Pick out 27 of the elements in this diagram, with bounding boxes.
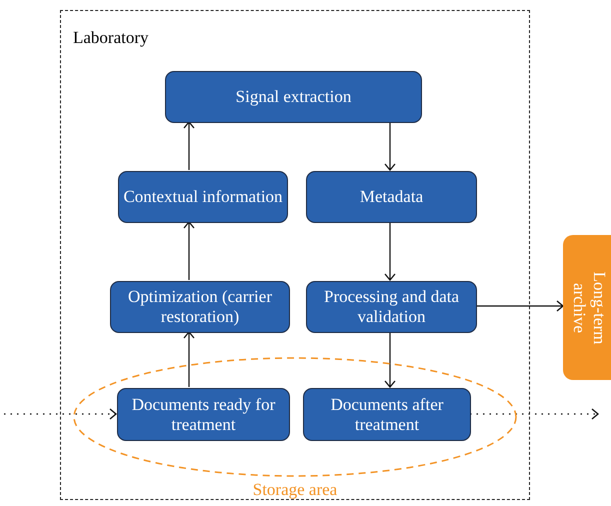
process-label: Metadata <box>360 187 424 207</box>
area-label: Storage area <box>252 479 338 500</box>
arrow <box>183 331 195 387</box>
process-box <box>306 171 477 223</box>
process-box <box>165 71 422 123</box>
arrow <box>384 332 396 388</box>
arrow <box>476 300 564 312</box>
arrow <box>384 122 396 171</box>
process-label: Optimization (carrier restoration) <box>127 287 273 327</box>
process-label: Processing and data validation <box>322 287 460 327</box>
arrow <box>4 408 117 420</box>
process-label: Documents ready for treatment <box>130 394 276 434</box>
process-label: Signal extraction <box>236 87 352 107</box>
process-label: Contextual information <box>123 187 283 207</box>
arrow <box>183 121 195 170</box>
process-box <box>303 388 471 441</box>
arrow <box>384 222 396 281</box>
archive-label: Long-term archive <box>569 270 609 346</box>
laboratory-frame <box>60 10 530 500</box>
process-box <box>306 281 477 333</box>
process-box <box>117 388 290 441</box>
process-label: Documents after treatment <box>330 394 444 434</box>
archive-box <box>563 235 611 380</box>
process-box <box>118 171 288 223</box>
frame-heading: Laboratory <box>73 27 149 48</box>
arrow <box>183 221 195 280</box>
process-box <box>110 281 290 333</box>
